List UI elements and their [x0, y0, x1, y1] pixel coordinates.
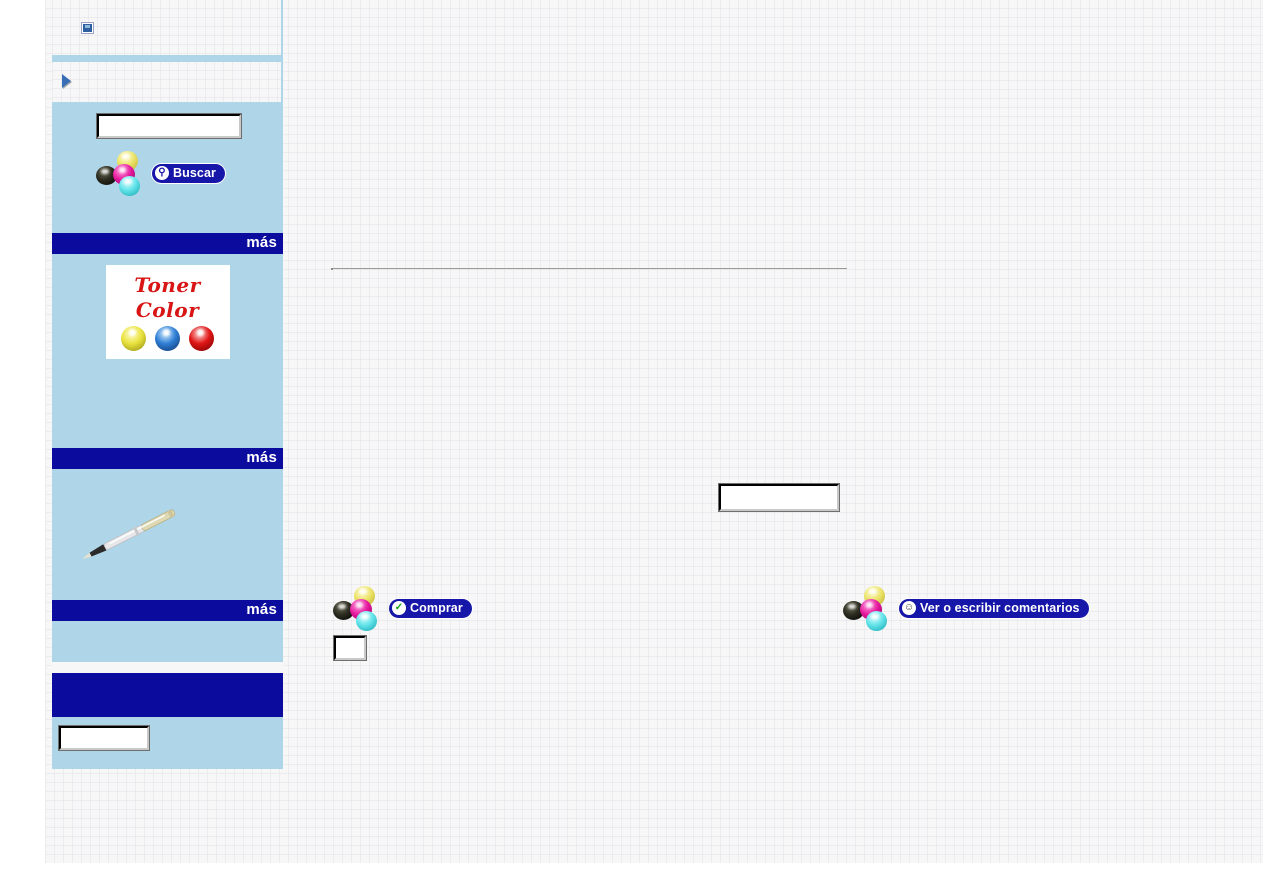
comments-button-label: Ver o escribir comentarios: [920, 601, 1080, 615]
toner-ball-black: [96, 166, 117, 185]
panel-top-ghost-box: [52, 0, 283, 55]
pen-panel-header: más: [52, 448, 283, 469]
buy-button-row[interactable]: ✓ Comprar: [333, 586, 472, 631]
main-content: ✓ Comprar ☺ Ver o escribir comentarios: [285, 0, 1263, 863]
toner-ball-cyan: [356, 611, 377, 631]
sidebar-panel-empty: más: [52, 600, 283, 673]
panel-top-spacer: [52, 55, 283, 62]
panel-nav-ghost-box: [52, 62, 283, 102]
toner-color-more-link[interactable]: más: [246, 234, 277, 251]
sidebar-panel-search: ⚲ Buscar: [52, 62, 283, 233]
header-notch: [52, 249, 61, 254]
logo-ball-blue: [155, 326, 180, 351]
empty-panel-body: [52, 621, 283, 662]
comments-button[interactable]: ☺ Ver o escribir comentarios: [899, 598, 1089, 618]
search-icon: ⚲: [155, 166, 169, 180]
triangle-right-icon[interactable]: [62, 74, 71, 88]
logo-line-2: Color: [135, 298, 200, 322]
pen-panel-body: [52, 469, 283, 600]
toner-ball-black: [843, 601, 864, 620]
logo-ball-red: [189, 326, 214, 351]
page-container: ⚲ Buscar más Toner Color: [45, 0, 1263, 863]
header-notch: [52, 616, 61, 621]
logo-ball-row: [106, 326, 230, 351]
toner-color-panel-header: más: [52, 233, 283, 254]
toner-ball-black: [333, 601, 354, 620]
content-divider: [331, 268, 847, 270]
sidebar: ⚲ Buscar más Toner Color: [52, 0, 283, 769]
logo-ball-yellow: [121, 326, 146, 351]
cmyk-toner-balls-icon: [333, 586, 387, 631]
empty-panel-header: más: [52, 600, 283, 621]
cmyk-toner-balls-icon: [96, 151, 150, 196]
empty-panel-more-link[interactable]: más: [246, 601, 277, 618]
cmyk-toner-balls-icon: [843, 586, 897, 631]
check-circle-icon: ✓: [392, 601, 406, 615]
bottom-panel-header: [52, 673, 283, 717]
pen-more-link[interactable]: más: [246, 449, 277, 466]
sidebar-panel-bottom-field: [52, 673, 283, 769]
toner-ball-cyan: [866, 611, 887, 631]
search-button[interactable]: ⚲ Buscar: [152, 163, 225, 183]
search-input[interactable]: [96, 113, 242, 139]
pen-image: [52, 469, 283, 581]
divider-cap: [331, 268, 333, 270]
header-notch: [52, 712, 61, 717]
search-panel-body: ⚲ Buscar: [52, 102, 283, 233]
search-button-row[interactable]: ⚲ Buscar: [96, 151, 225, 196]
sidebar-panel-top-broken: [52, 0, 283, 62]
toner-color-panel-body: Toner Color: [52, 254, 283, 448]
broken-image-icon: [81, 22, 94, 34]
header-notch: [52, 464, 61, 469]
toner-ball-cyan: [119, 176, 140, 196]
toner-color-logo: Toner Color: [105, 265, 230, 359]
sidebar-panel-pen: más: [52, 448, 283, 600]
buy-button-label: Comprar: [410, 601, 463, 615]
logo-line-1: Toner: [134, 273, 201, 297]
smiley-icon: ☺: [902, 601, 916, 615]
sidebar-panel-toner-color: más Toner Color: [52, 233, 283, 448]
bottom-text-input[interactable]: [58, 725, 150, 751]
small-quantity-input[interactable]: [333, 635, 367, 661]
quantity-input[interactable]: [718, 483, 840, 512]
comments-button-row[interactable]: ☺ Ver o escribir comentarios: [843, 586, 1089, 631]
search-button-label: Buscar: [173, 166, 216, 180]
panel-gap: [52, 662, 283, 673]
buy-button[interactable]: ✓ Comprar: [389, 598, 472, 618]
bottom-panel-body: [52, 717, 283, 769]
